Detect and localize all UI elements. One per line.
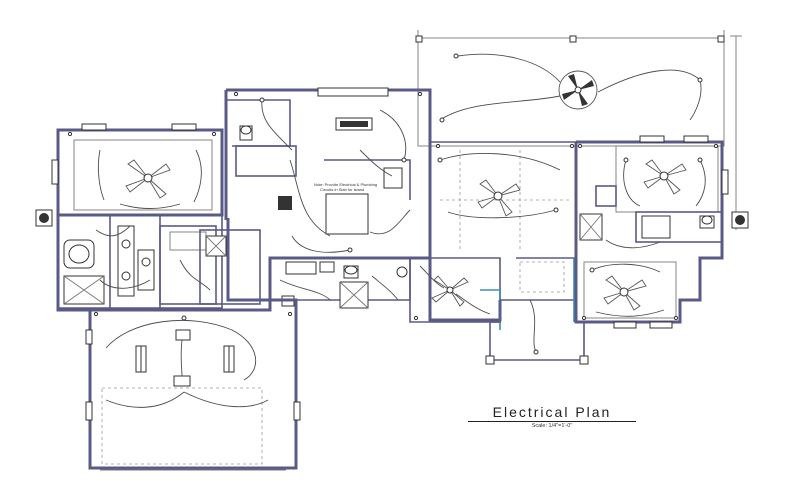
patio-column [717,35,725,43]
outlets [67,91,719,321]
patio-ceiling-fan-icon [558,70,598,110]
garage-light-icon [173,375,191,387]
family-ceiling-fan-icon [477,179,521,217]
vanity-icon [117,225,135,297]
right-bedrooms [574,135,749,329]
plan-title: Electrical Plan [492,404,612,420]
garage [85,298,301,471]
patio-column [569,35,577,43]
plan-scale: Scale: 1/4"=1'-0" [531,423,573,429]
title-block: Electrical Plan Scale: 1/4"=1'-0" [462,404,642,429]
title-underline [468,421,636,422]
bedroom3-ceiling-fan-icon [603,275,647,311]
master-ceiling-fan-icon [125,159,171,199]
closets [159,225,261,305]
dining-ceiling-fan-icon [431,275,469,307]
patio-column [415,35,423,43]
kitchen-note-line2: Circuits in Slab for Island [320,187,364,192]
bathtub-icon-2 [641,215,671,239]
panel-icon [278,196,292,210]
master-bath [35,209,223,309]
kitchen-island [325,193,369,235]
bedroom2-ceiling-fan-icon [643,159,687,195]
kitchen-note-line1: Note: Provide Electrical & Plumbing [314,182,377,187]
